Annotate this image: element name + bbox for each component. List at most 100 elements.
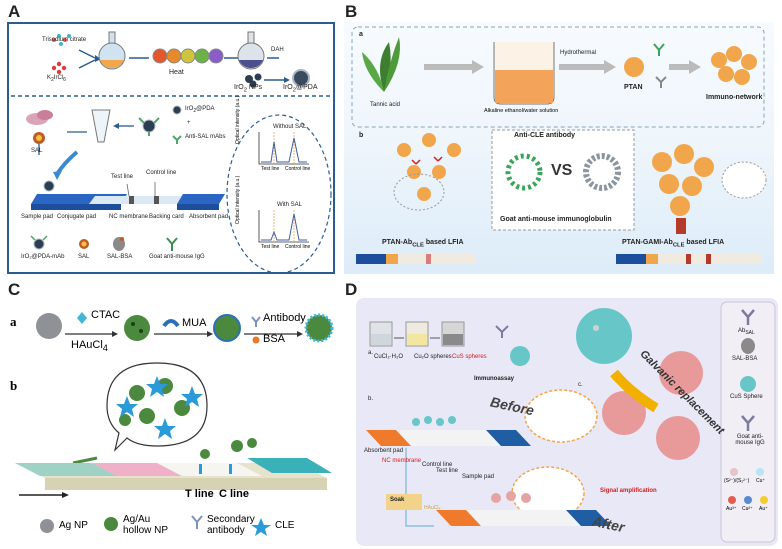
mua-icon bbox=[162, 319, 180, 328]
haucl4-d-label: HAuCl₄ bbox=[424, 505, 441, 511]
graph1-yaxis: Optical intensity (a.u.) bbox=[235, 95, 241, 144]
graph2-yaxis: Optical intensity (a.u.) bbox=[235, 175, 241, 224]
legend-sal-bsa-icon bbox=[741, 338, 755, 354]
panel-c: a b CTAC HAuCl4 MUA Antibody BSA T line … bbox=[7, 298, 337, 546]
lfia-strip-b1 bbox=[356, 254, 476, 264]
ptan-ab-cluster bbox=[397, 133, 461, 201]
legend-sal-bsa-icon bbox=[113, 237, 125, 251]
legend-a-1: IrO₂@PDA-mAb bbox=[21, 254, 65, 260]
lfia2-label: PTAN-GAMI-AbCLE based LFIA bbox=[622, 239, 725, 249]
trisodium-label: Trisodium citrate bbox=[42, 37, 87, 43]
legend-d-ab: AbSAL bbox=[738, 328, 755, 337]
anti-cle-antibody-icon bbox=[505, 153, 543, 191]
c-line-label: C line bbox=[219, 488, 249, 500]
test-line-label: Test line bbox=[111, 174, 134, 180]
big-arrow bbox=[610, 369, 659, 413]
k2ircl6-label: K2IrCl6 bbox=[47, 75, 66, 84]
ion-au1-icon bbox=[760, 496, 768, 504]
panel-a-art bbox=[11, 31, 332, 272]
legend-secondary-ab-icon bbox=[191, 515, 203, 529]
panel-a-letter: A bbox=[8, 2, 21, 21]
graph2-title: With SAL bbox=[277, 202, 303, 208]
heat-label: Heat bbox=[169, 69, 184, 76]
test-line-d-label: Test line bbox=[436, 468, 459, 474]
haucl4-label: HAuCl4 bbox=[71, 339, 108, 354]
goat-igg-label: Goat anti-mouse immunoglobulin bbox=[500, 216, 612, 223]
hollow-np-icon-1 bbox=[124, 315, 150, 341]
c-b-label: b bbox=[10, 378, 18, 393]
panel-b: a b Tannic acid Hydrothermal Alkaline et… bbox=[344, 22, 774, 274]
panel-c-letter: C bbox=[8, 280, 21, 299]
signal-amplification-label: Signal amplification bbox=[600, 488, 657, 494]
before-spheres bbox=[412, 416, 456, 426]
ion-s-label: (S²⁻)/(S₂²⁻) bbox=[724, 478, 750, 484]
legend-goat-icon bbox=[741, 415, 755, 431]
d-c-label: c. bbox=[578, 382, 583, 388]
graph-ellipse bbox=[226, 114, 332, 272]
legend-sal-icon bbox=[79, 239, 89, 249]
strip-nps bbox=[200, 438, 257, 459]
ion-cu1-label: Cu⁺ bbox=[756, 478, 766, 484]
legend-d-goat: Goat anti-mouse IgG bbox=[735, 434, 765, 446]
absorbent-pad-label: Absorbent pad bbox=[189, 214, 229, 220]
ion-cu1-icon bbox=[756, 468, 764, 476]
absorbent-pad-d-label: Absorbent pad bbox=[364, 448, 404, 454]
iro2-pda-icon bbox=[292, 69, 310, 87]
iro2pda-mab-icon bbox=[138, 117, 160, 136]
strip-before bbox=[366, 430, 531, 446]
legend-cle-icon bbox=[251, 518, 271, 536]
beakers-icon bbox=[369, 321, 465, 347]
panel-c-art bbox=[15, 312, 334, 536]
control-line-label: Control line bbox=[146, 170, 177, 176]
d-a-label: a. bbox=[368, 350, 374, 356]
hollow-np-icon-2 bbox=[213, 314, 241, 342]
galvanic-spheres bbox=[602, 351, 703, 460]
sal-label: SAL bbox=[31, 148, 43, 154]
lfia-strip bbox=[31, 194, 225, 210]
immuno-network-label: Immuno-network bbox=[706, 94, 763, 101]
ab-icon-d bbox=[495, 325, 509, 338]
d-b-label: b. bbox=[368, 396, 374, 402]
sample-pad-d-label: Sample pad bbox=[462, 474, 495, 480]
cus-label: CuS spheres bbox=[452, 354, 487, 360]
control-line-d-label: Control line bbox=[422, 462, 453, 468]
legend-goat-igg-icon bbox=[166, 237, 178, 251]
anti-sal-label: Anti-SAL mAbs bbox=[185, 134, 226, 140]
dah-label: DAH bbox=[271, 47, 284, 53]
ion-au3-icon bbox=[728, 496, 736, 504]
flask-2-icon bbox=[237, 31, 265, 70]
b-a-label: a bbox=[359, 31, 363, 38]
antibody-icon-c bbox=[251, 316, 261, 327]
strip-after bbox=[436, 510, 611, 526]
hydrothermal-label: Hydrothermal bbox=[560, 50, 597, 56]
tube-icon bbox=[91, 109, 111, 143]
ptan-sphere-icon bbox=[624, 57, 644, 77]
hotplate-flasks-icon bbox=[152, 48, 224, 64]
cucl2-label: CuCl₂·H₂O bbox=[374, 354, 403, 360]
panel-a: Trisodium citrate K2IrCl6 Heat DAH IrO2 … bbox=[7, 22, 335, 274]
legend-a-3: SAL-BSA bbox=[107, 254, 133, 260]
cus-sphere-big bbox=[510, 346, 530, 366]
panel-d-art bbox=[366, 301, 776, 543]
conjugate-pad-label: Conjugate pad bbox=[57, 214, 97, 220]
big-cus-sphere bbox=[576, 308, 632, 364]
goat-igg-icon bbox=[583, 153, 621, 191]
legend-ag-np-icon bbox=[40, 519, 54, 533]
ion-cu2-icon bbox=[744, 496, 752, 504]
mua-label: MUA bbox=[182, 317, 207, 329]
graph1-x-control: Control line bbox=[285, 166, 311, 172]
nc-membrane-d-label: NC membrane bbox=[382, 458, 422, 464]
k2ircl6-molecule-icon bbox=[51, 61, 67, 75]
graph-with-sal bbox=[258, 210, 309, 243]
plus-sign: + bbox=[187, 120, 191, 126]
ctac-icon bbox=[77, 312, 87, 324]
lfia1-label: PTAN-AbCLE based LFIA bbox=[382, 239, 464, 249]
legend-d-sal-bsa: SAL-BSA bbox=[732, 356, 758, 362]
antibody-icons-b bbox=[653, 43, 667, 88]
panel-d: a. CuCl₂·H₂O Cu₂O spheres CuS spheres Im… bbox=[356, 298, 778, 546]
immuno-network-icon bbox=[711, 46, 757, 85]
legend-a-2: SAL bbox=[78, 254, 90, 260]
trisodium-molecule-icon bbox=[52, 34, 71, 46]
graph-without-sal bbox=[258, 132, 309, 165]
legend-d-cus: CuS Sphere bbox=[730, 394, 763, 400]
